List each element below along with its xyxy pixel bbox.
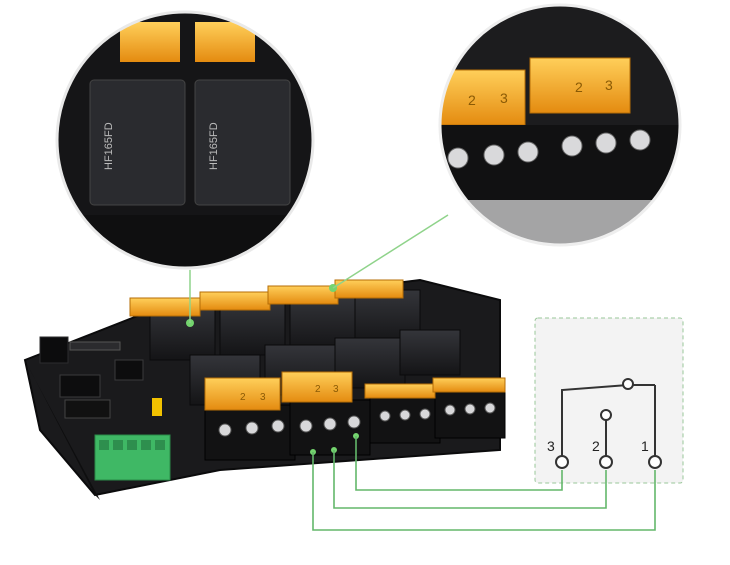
zoom-screw-6 — [629, 129, 651, 151]
contact-diagram: 3 2 1 — [534, 317, 684, 484]
pin-label-3: 3 — [547, 438, 555, 454]
zoom-cover-label-1: 2 — [468, 92, 476, 108]
zoom-screw-2 — [483, 144, 505, 166]
pin-2-terminal — [599, 455, 613, 469]
orange-covers-back — [129, 279, 404, 317]
front-cover-label-b: 3 — [260, 392, 266, 403]
pin-label-1: 1 — [641, 438, 649, 454]
zoom-screw-5 — [595, 132, 617, 154]
pin-label-2: 2 — [592, 438, 600, 454]
zoom-circle-terminals: 2 3 2 3 — [438, 3, 682, 247]
zoom-cover-label-4: 3 — [605, 77, 613, 93]
front-cover-label-d: 3 — [333, 384, 339, 395]
wiring-lines — [312, 436, 656, 531]
zoom-relay-left-model: HF165FD — [103, 122, 115, 170]
zoom-relay-right — [194, 79, 291, 206]
k-cut-chip — [64, 399, 111, 419]
front-cover-label-a: 2 — [240, 392, 246, 403]
zoom-relay-right-model: HF165FD — [208, 122, 220, 170]
zoom-cover-label-2: 3 — [500, 90, 508, 106]
pin-3-terminal — [555, 455, 569, 469]
mcu-chip — [59, 374, 101, 398]
zoom-screw-1 — [447, 147, 469, 169]
pin-top-nc — [622, 378, 634, 390]
jumper — [152, 398, 162, 416]
green-terminal-block — [94, 434, 171, 481]
relay-board: 2 3 2 3 — [23, 278, 506, 500]
pin-1-terminal — [648, 455, 662, 469]
zoom-relay-left — [89, 79, 186, 206]
pin-mid-no — [600, 409, 612, 421]
zoom-circle-relays: HF165FD HF165FD — [55, 10, 315, 270]
zoom-screw-4 — [561, 135, 583, 157]
front-cover-label-c: 2 — [315, 384, 321, 395]
orange-covers-front — [204, 371, 506, 411]
zoom-screw-3 — [517, 141, 539, 163]
pin-header — [69, 341, 121, 351]
callout-lines — [189, 214, 449, 323]
dc-jack — [39, 336, 69, 364]
logic-chip — [114, 359, 144, 381]
front-terminal-blocks — [204, 387, 506, 461]
zoom-cover-label-3: 2 — [575, 79, 583, 95]
